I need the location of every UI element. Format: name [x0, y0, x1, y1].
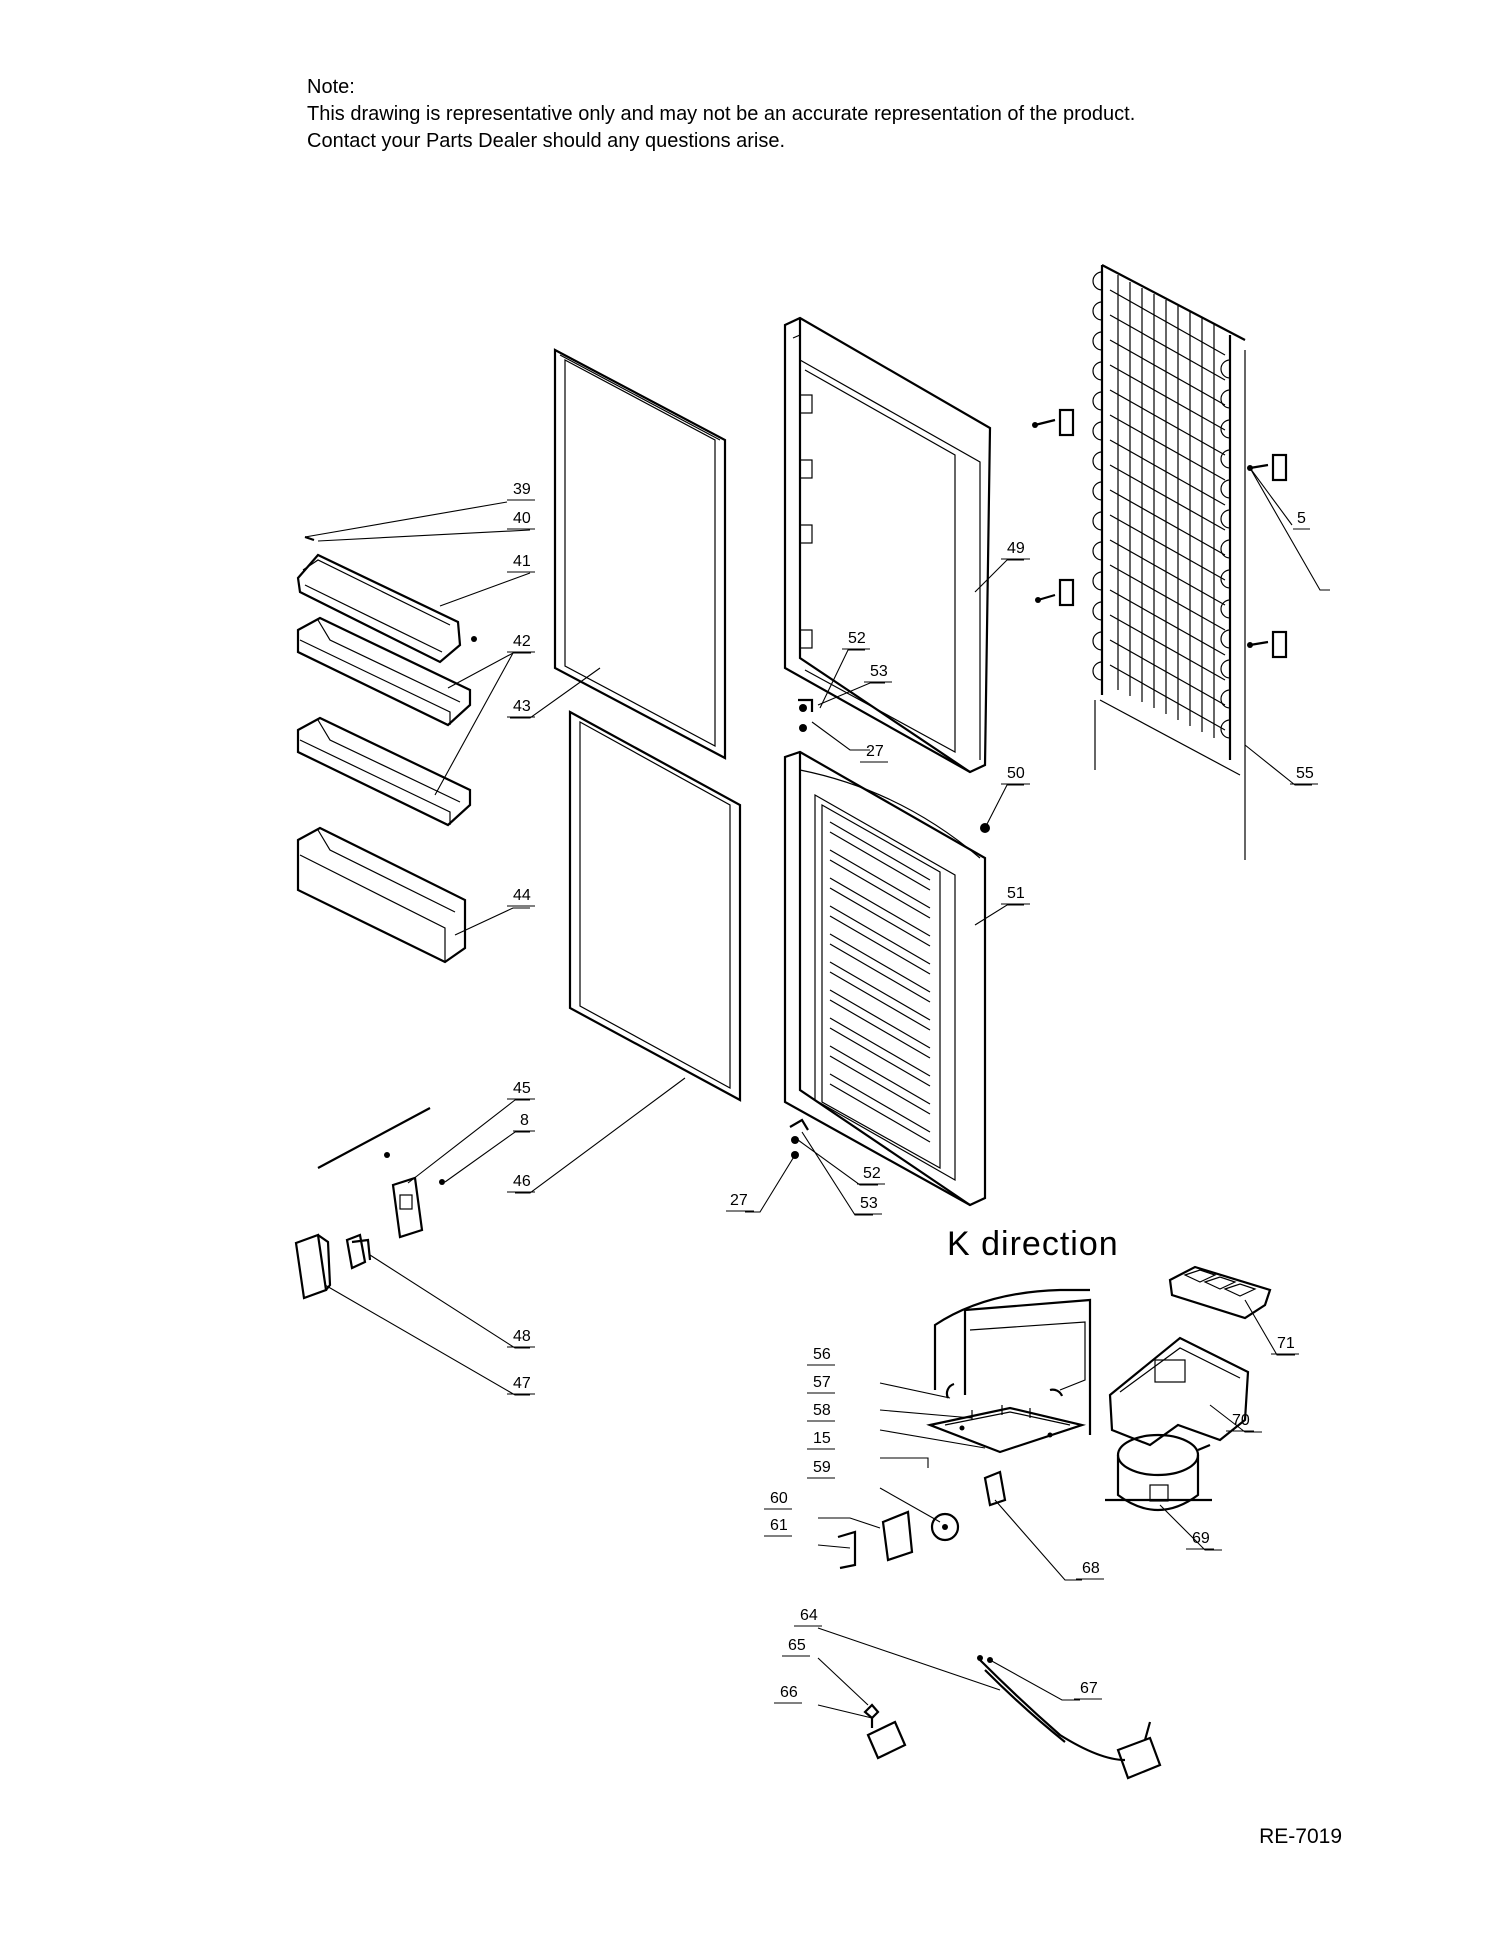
callout-46: 46 — [513, 1173, 531, 1190]
callout-8: 8 — [520, 1112, 529, 1129]
callout-5: 5 — [1297, 510, 1306, 527]
callout-55: 55 — [1296, 765, 1314, 782]
callout-51: 51 — [1007, 885, 1025, 902]
freezer-door-ribs — [829, 821, 931, 1143]
callout-47: 47 — [513, 1375, 531, 1392]
leader-lines — [304, 467, 1330, 1719]
callout-65: 65 — [788, 1637, 806, 1654]
condenser-tube-bends — [1092, 271, 1231, 739]
callout-27-upper: 27 — [866, 743, 884, 760]
callout-69: 69 — [1192, 1530, 1210, 1547]
upper-door-gasket — [553, 348, 727, 760]
note-heading: Note: — [307, 76, 355, 98]
callout-53-lower: 53 — [860, 1195, 878, 1212]
callout-61: 61 — [770, 1517, 788, 1534]
callout-44: 44 — [513, 887, 531, 904]
callout-underlines — [507, 499, 1318, 1704]
callout-56: 56 — [813, 1346, 831, 1363]
cord-clamp — [863, 1703, 907, 1760]
door-shelf-lower — [296, 826, 467, 964]
callout-27-lower: 27 — [730, 1192, 748, 1209]
callout-15: 15 — [813, 1430, 831, 1447]
lower-door — [783, 750, 987, 1207]
shelf-cover — [296, 535, 477, 664]
ice-box — [1108, 1336, 1250, 1447]
start-relay — [983, 1470, 1007, 1507]
power-cord — [977, 1655, 1162, 1780]
ice-tray — [1168, 1265, 1272, 1320]
condenser — [1032, 264, 1288, 860]
compressor — [1105, 1433, 1212, 1512]
callout-43: 43 — [513, 698, 531, 715]
callout-53-upper: 53 — [870, 663, 888, 680]
reference-code: RE-7019 — [1259, 1825, 1342, 1848]
callout-57: 57 — [813, 1374, 831, 1391]
callout-70: 70 — [1232, 1412, 1250, 1429]
callout-52-lower: 52 — [863, 1165, 881, 1182]
callout-71: 71 — [1277, 1335, 1295, 1352]
view-label: K direction — [947, 1225, 1119, 1263]
door-shelf-middle — [296, 716, 472, 827]
control-parts — [294, 1107, 445, 1300]
overload-parts — [837, 1510, 960, 1570]
door-shelf-upper — [296, 616, 472, 727]
callout-60: 60 — [770, 1490, 788, 1507]
condenser-clips — [1032, 408, 1288, 659]
callout-48: 48 — [513, 1328, 531, 1345]
callout-41: 41 — [513, 553, 531, 570]
callout-68: 68 — [1082, 1560, 1100, 1577]
callout-66: 66 — [780, 1684, 798, 1701]
callout-67: 67 — [1080, 1680, 1098, 1697]
upper-door — [783, 316, 992, 774]
callout-50: 50 — [1007, 765, 1025, 782]
callout-numbers: 39 40 41 42 43 44 45 8 46 48 47 49 52 53… — [513, 481, 1314, 1701]
lower-door-gasket — [568, 710, 742, 1102]
base-section — [926, 1288, 1092, 1454]
note-line-2: Contact your Parts Dealer should any que… — [307, 130, 786, 152]
callout-45: 45 — [513, 1080, 531, 1097]
callout-40: 40 — [513, 510, 531, 527]
callout-52-upper: 52 — [848, 630, 866, 647]
callout-64: 64 — [800, 1607, 818, 1624]
callout-42: 42 — [513, 633, 531, 650]
callout-58: 58 — [813, 1402, 831, 1419]
note-block: Note: This drawing is representative onl… — [307, 74, 1135, 155]
note-line-1: This drawing is representative only and … — [307, 103, 1136, 125]
callout-39: 39 — [513, 481, 531, 498]
condenser-grid — [1109, 275, 1226, 738]
callout-49: 49 — [1007, 540, 1025, 557]
callout-59: 59 — [813, 1459, 831, 1476]
